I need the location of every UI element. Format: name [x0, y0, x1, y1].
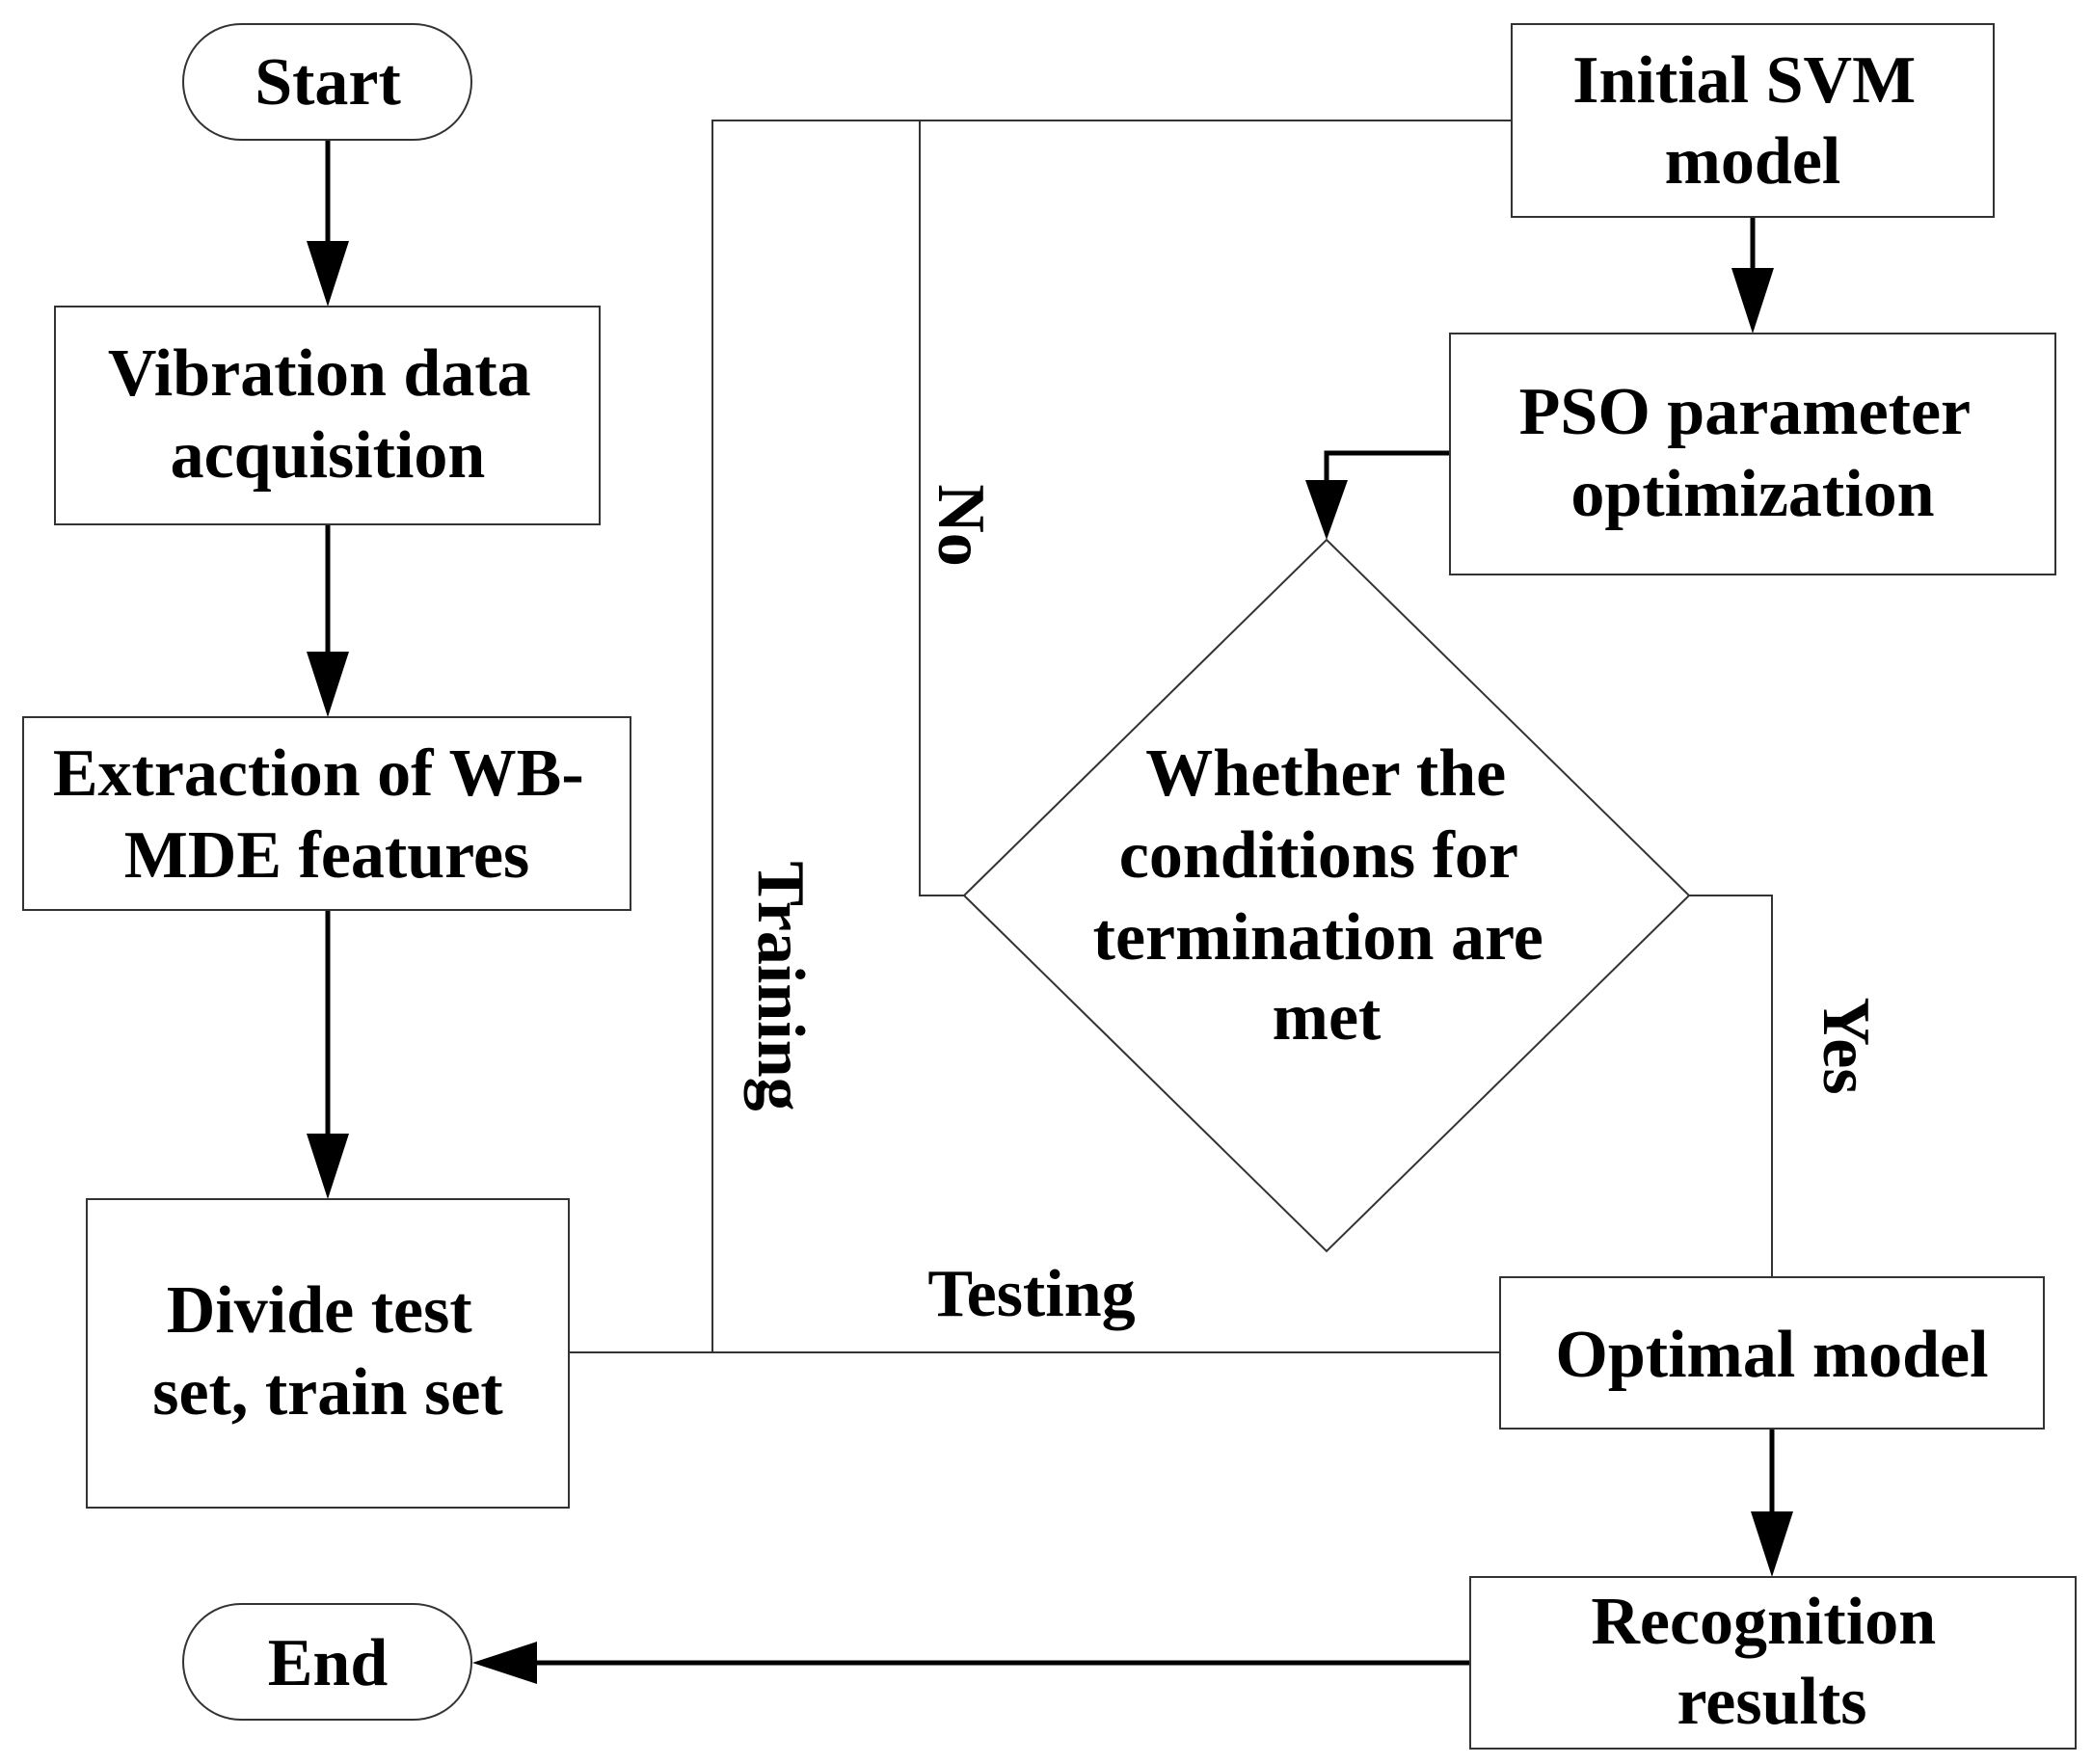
end-label: End — [268, 1626, 389, 1700]
initial-svm-label: Initial SVM model — [1572, 43, 1932, 199]
yes-label: Yes — [1809, 997, 1883, 1094]
pso-label: PSO parameter optimization — [1519, 375, 1987, 531]
decision-label: Whether the conditions for termination a… — [1093, 736, 1561, 1055]
arrowhead — [1751, 1511, 1793, 1577]
arrowhead — [307, 1134, 349, 1199]
node-labels: Start Vibration data acquisition Extract… — [53, 43, 1989, 1739]
divide-box — [86, 1198, 570, 1509]
training-connector — [711, 120, 1511, 1352]
arrowhead — [1305, 480, 1348, 540]
initial-svm-box — [1511, 23, 1995, 218]
divide-label: Divide test set, train set — [152, 1273, 503, 1430]
pso-box — [1449, 333, 2056, 575]
no-connector — [919, 120, 964, 896]
arrowhead — [307, 241, 349, 307]
connectors — [570, 120, 1773, 1353]
arrow-pso-to-decision — [1324, 450, 1450, 482]
vibration-label: Vibration data acquisition — [108, 336, 548, 493]
start-label: Start — [255, 45, 401, 120]
recognition-box — [1469, 1576, 2077, 1750]
shapes — [22, 23, 2077, 1750]
arrowhead — [1731, 268, 1774, 334]
yes-connector — [1689, 895, 1773, 1277]
testing-label: Testing — [927, 1257, 1135, 1331]
end-terminal — [182, 1603, 472, 1721]
extraction-label: Extraction of WB- MDE features — [53, 736, 601, 893]
vibration-box — [54, 306, 601, 525]
arrowhead — [307, 652, 349, 717]
recognition-label: Recognition results — [1591, 1585, 1952, 1739]
arrowhead — [472, 1642, 537, 1684]
no-label: No — [924, 484, 998, 567]
optimal-model-box — [1499, 1276, 2045, 1430]
extraction-box — [22, 716, 631, 911]
termination-decision — [962, 538, 1691, 1253]
edge-labels: Testing Training No Yes — [743, 484, 1883, 1331]
arrows — [307, 141, 1793, 1684]
training-label: Training — [743, 861, 818, 1110]
start-terminal — [182, 23, 472, 141]
optimal-model-label: Optimal model — [1555, 1318, 1988, 1392]
